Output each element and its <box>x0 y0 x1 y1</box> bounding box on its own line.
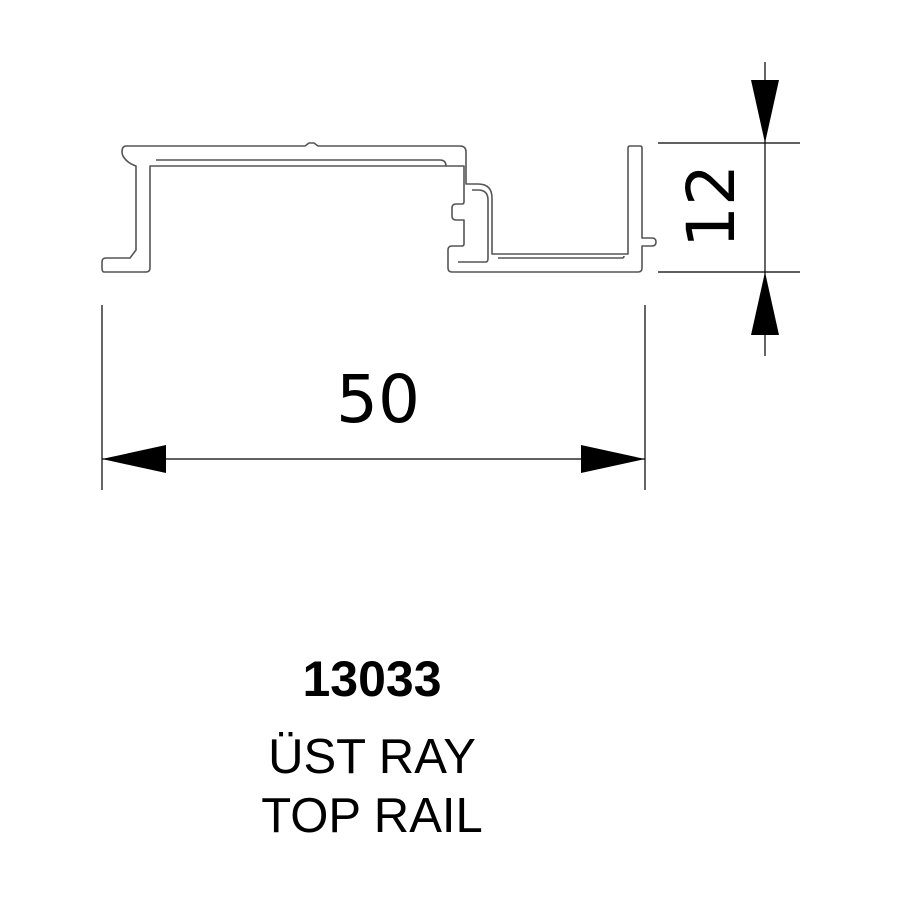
width-dimension-value: 50 <box>336 361 420 438</box>
profile-inner-lip <box>498 255 625 259</box>
width-arrow-left <box>102 445 166 473</box>
height-arrow-top <box>751 80 779 143</box>
height-dimension-value: 12 <box>673 164 750 248</box>
product-name-english: TOP RAIL <box>261 789 483 843</box>
profile-outline <box>101 142 657 273</box>
profile-inner-groove <box>458 189 489 263</box>
product-code: 13033 <box>302 651 442 707</box>
width-arrow-right <box>581 445 645 473</box>
product-name-turkish: ÜST RAY <box>268 730 476 784</box>
profile-inner-chamber <box>156 159 447 167</box>
height-arrow-bottom <box>751 272 779 335</box>
